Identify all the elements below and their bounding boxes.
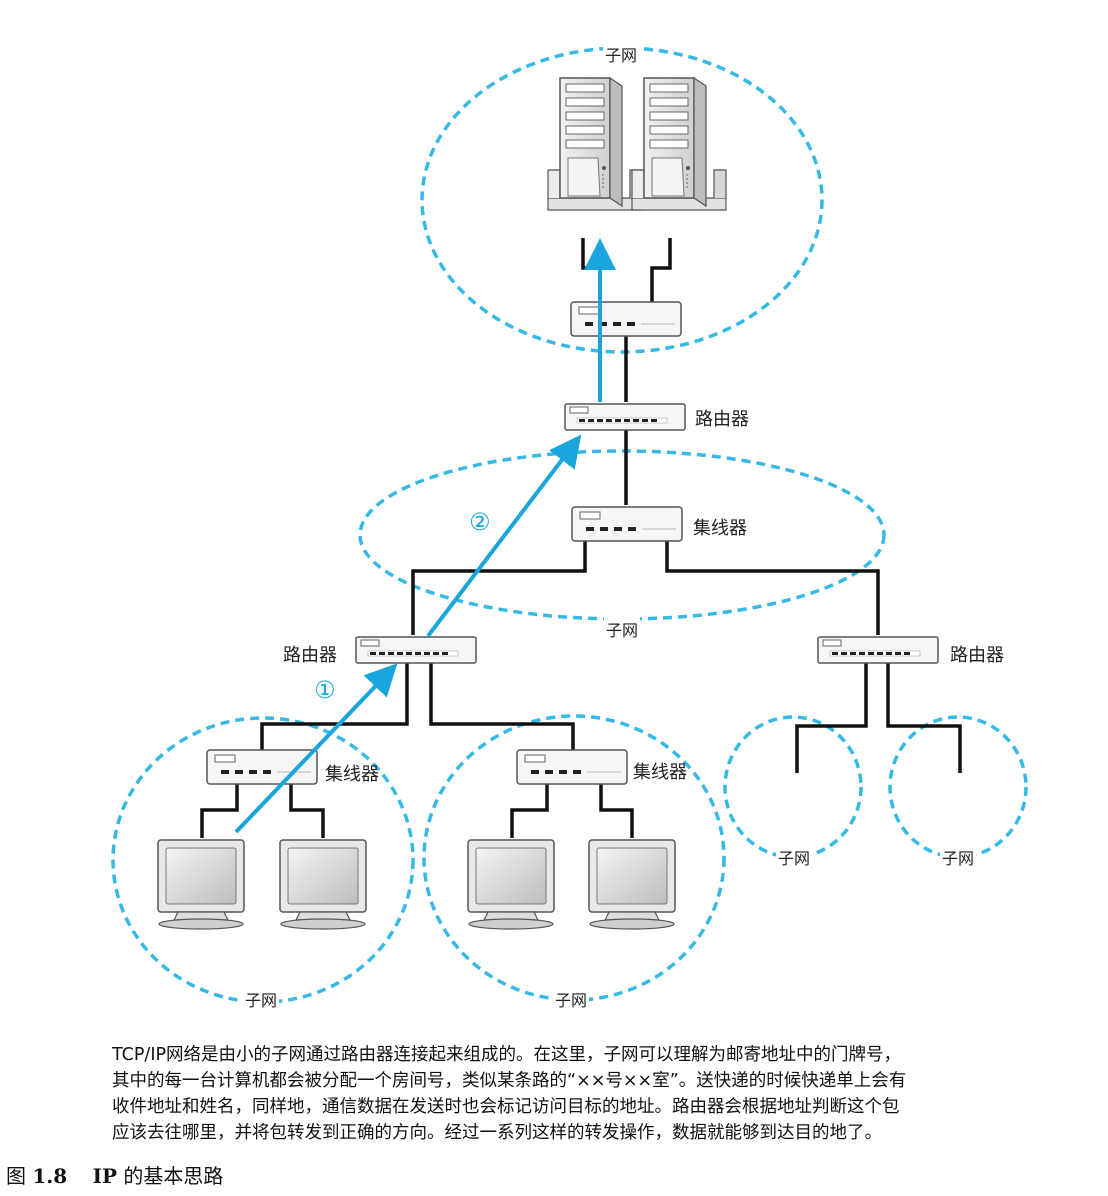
pc-center-1 [467, 839, 555, 930]
network-diagram [111, 46, 1028, 1004]
router-right [817, 636, 939, 664]
server-left [547, 77, 643, 211]
caption-line: 其中的每一台计算机都会被分配一个房间号，类似某条路的“××号××室”。送快递的时… [112, 1071, 907, 1091]
step-marker-2: ② [469, 508, 491, 536]
hub-middle [571, 506, 683, 542]
router-label-top: 路由器 [695, 409, 749, 430]
network-cables [200, 238, 962, 838]
figure-title-rest: 的基本思路 [123, 1164, 224, 1188]
subnet-label-left: 子网 [243, 987, 280, 1011]
hub-label-center: 集线器 [633, 762, 687, 783]
subnet-outline-right-b [888, 715, 1028, 859]
subnet-label-right-b: 子网 [940, 845, 977, 869]
router-label-right: 路由器 [950, 645, 1004, 666]
server-right [631, 77, 727, 211]
figure-title-strong: IP [92, 1164, 117, 1188]
subnet-label-middle: 子网 [604, 617, 641, 641]
hub-top [570, 301, 682, 337]
pc-left-2 [279, 839, 367, 930]
packet-arrow-step2 [426, 434, 582, 638]
hub-label-middle: 集线器 [693, 518, 747, 539]
packet-arrow-step1 [234, 663, 398, 834]
router-label-left: 路由器 [283, 645, 337, 666]
subnet-label-right-a: 子网 [776, 845, 813, 869]
figure-number: 1.8 [32, 1164, 68, 1188]
caption-line: 应该去往哪里，并将包转发到正确的方向。经过一系列这样的转发操作，数据就能够到达目… [112, 1123, 882, 1143]
pc-center-2 [588, 839, 676, 930]
router-left [355, 636, 477, 664]
hub-center [516, 749, 628, 785]
router-top [564, 403, 686, 431]
figure-caption: TCP/IP网络是由小的子网通过路由器连接起来组成的。在这里，子网可以理解为邮寄… [112, 1042, 1042, 1146]
subnet-label-server: 子网 [603, 42, 640, 66]
step-marker-1: ① [314, 676, 336, 704]
subnet-label-center: 子网 [553, 987, 590, 1011]
hub-label-left: 集线器 [325, 764, 379, 785]
figure-title: 图 1.8 IP 的基本思路 [6, 1160, 223, 1189]
pc-left-1 [157, 839, 245, 930]
subnet-outline-right-a [723, 715, 863, 859]
packet-path [234, 238, 616, 834]
caption-line: 收件地址和姓名，同样地，通信数据在发送时也会标记访问目标的地址。路由器会根据地址… [112, 1097, 900, 1117]
caption-line: TCP/IP网络是由小的子网通过路由器连接起来组成的。在这里，子网可以理解为邮寄… [112, 1045, 902, 1065]
figure-number-prefix: 图 [6, 1164, 26, 1188]
